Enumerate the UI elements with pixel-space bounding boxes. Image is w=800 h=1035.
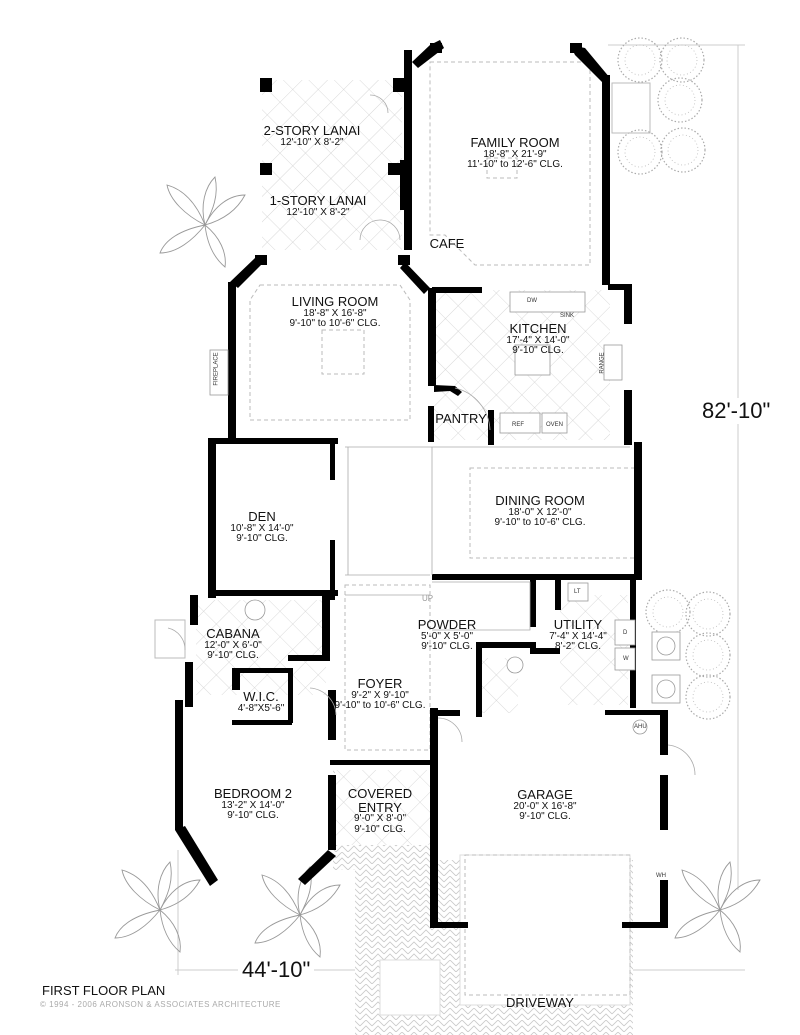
room-size: 18'-8" X 16'-8" — [303, 307, 367, 319]
room-name: LIVING ROOM — [291, 294, 379, 309]
room-pantry: PANTRY — [435, 412, 487, 426]
room-covered-entry: COVERED ENTRY 9'-0" X 8'-0" 9'-10" CLG. — [345, 787, 415, 835]
room-1-story-lanai: 1-STORY LANAI 12'-10" X 8'-2" — [270, 194, 367, 218]
sink-label: SINK — [560, 313, 575, 319]
stair-up-label: UP — [422, 594, 434, 603]
washer-label: W — [623, 656, 629, 662]
room-utility: UTILITY 7'-4" X 14'-4" 8'-2" CLG. — [549, 618, 607, 653]
room-kitchen: KITCHEN 17'-4" X 14'-0" 9'-10" CLG. — [506, 322, 569, 357]
room-ceiling: 11'-10" to 12'-6" CLG. — [467, 159, 563, 171]
room-ceiling: 9'-10" to 10'-6" CLG. — [494, 517, 586, 529]
room-name: UTILITY — [553, 617, 603, 632]
room-ceiling: 9'-10" to 10'-6" CLG. — [289, 318, 381, 330]
room-size: 12'-10" X 8'-2" — [280, 136, 344, 148]
room-name: GARAGE — [517, 787, 573, 802]
room-family-room: FAMILY ROOM 18'-8" X 21'-9" 11'-10" to 1… — [467, 136, 563, 171]
room-name: DINING ROOM — [495, 493, 585, 508]
room-name: CAFE — [429, 236, 465, 251]
room-ceiling: 9'-10" CLG. — [227, 810, 279, 822]
room-wic: W.I.C. 4'-8"X5'-6" — [238, 690, 285, 714]
fixtures — [209, 291, 681, 735]
room-size: 18'-0" X 12'-0" — [508, 506, 572, 518]
room-name: PANTRY — [435, 411, 487, 426]
dishwasher-label: DW — [527, 298, 537, 304]
room-size: 7'-4" X 14'-4" — [549, 630, 607, 642]
copyright-notice: © 1994 - 2006 ARONSON & ASSOCIATES ARCHI… — [40, 1000, 281, 1009]
refrigerator-label: REF — [512, 422, 524, 428]
room-cafe: CAFE — [430, 237, 465, 251]
room-ceiling: 9'-10" CLG. — [512, 345, 564, 357]
room-name: CABANA — [206, 626, 260, 641]
room-2-story-lanai: 2-STORY LANAI 12'-10" X 8'-2" — [264, 124, 361, 148]
room-size: 5'-0" X 5'-0" — [420, 630, 474, 642]
room-name: 1-STORY LANAI — [269, 193, 367, 208]
range-label: RANGE — [599, 352, 606, 374]
room-size: 18'-8" X 21'-9" — [483, 148, 547, 160]
room-ceiling: 9'-10" CLG. — [354, 823, 406, 835]
room-name: KITCHEN — [509, 321, 567, 336]
room-name: FAMILY ROOM — [470, 135, 560, 150]
room-ceiling: 9'-10" CLG. — [519, 811, 571, 823]
driveway-label: DRIVEWAY — [506, 996, 574, 1010]
room-name: POWDER — [417, 617, 477, 632]
room-size: 12'-0" X 6'-0" — [204, 639, 262, 651]
room-name: W.I.C. — [243, 689, 279, 704]
overall-depth-dimension: 82'-10" — [698, 398, 775, 424]
room-garage: GARAGE 20'-0" X 16'-8" 9'-10" CLG. — [513, 788, 576, 823]
water-heater-label: WH — [656, 873, 666, 879]
room-den: DEN 10'-8" X 14'-0" 9'-10" CLG. — [230, 510, 293, 545]
room-dining-room: DINING ROOM 18'-0" X 12'-0" 9'-10" to 10… — [495, 494, 586, 529]
room-ceiling: 8'-2" CLG. — [554, 641, 602, 653]
laundry-tub-label: LT — [574, 589, 581, 595]
room-size: 13'-2" X 14'-0" — [221, 799, 285, 811]
room-ceiling: 9'-10" CLG. — [236, 533, 288, 545]
room-foyer: FOYER 9'-2" X 9'-10" 9'-10" to 10'-6" CL… — [335, 677, 426, 712]
door-swings — [167, 94, 696, 776]
room-size: 4'-8"X5'-6" — [237, 702, 285, 714]
room-size: 17'-4" X 14'-0" — [506, 334, 570, 346]
overall-width-dimension: 44'-10" — [238, 957, 315, 983]
room-name: BEDROOM 2 — [213, 786, 293, 801]
room-size: 20'-0" X 16'-8" — [513, 800, 577, 812]
room-bedroom-2: BEDROOM 2 13'-2" X 14'-0" 9'-10" CLG. — [214, 787, 292, 822]
driveway-label-text: DRIVEWAY — [506, 995, 574, 1010]
room-size: 10'-8" X 14'-0" — [230, 522, 294, 534]
room-name: COVERED ENTRY — [347, 786, 413, 815]
room-size: 12'-10" X 8'-2" — [286, 206, 350, 218]
dryer-label: D — [623, 630, 628, 636]
room-name: FOYER — [357, 676, 403, 691]
room-powder: POWDER 5'-0" X 5'-0" 9'-10" CLG. — [418, 618, 477, 653]
oven-label: OVEN — [546, 422, 564, 428]
room-living-room: LIVING ROOM 18'-8" X 16'-8" 9'-10" to 10… — [290, 295, 381, 330]
fireplace-label: FIREPLACE — [213, 352, 220, 386]
room-ceiling: 9'-10" CLG. — [421, 641, 473, 653]
room-size: 9'-2" X 9'-10" — [351, 689, 409, 701]
plan-title: FIRST FLOOR PLAN — [42, 983, 166, 998]
room-ceiling: 9'-10" CLG. — [207, 650, 259, 662]
room-cabana: CABANA 12'-0" X 6'-0" 9'-10" CLG. — [204, 627, 262, 662]
room-name: 2-STORY LANAI — [263, 123, 361, 138]
ahu-label: AHU — [634, 724, 647, 730]
room-size: 9'-0" X 8'-0" — [353, 813, 407, 825]
room-name: DEN — [248, 509, 276, 524]
room-ceiling: 9'-10" to 10'-6" CLG. — [334, 700, 426, 712]
landscaping — [114, 37, 761, 958]
